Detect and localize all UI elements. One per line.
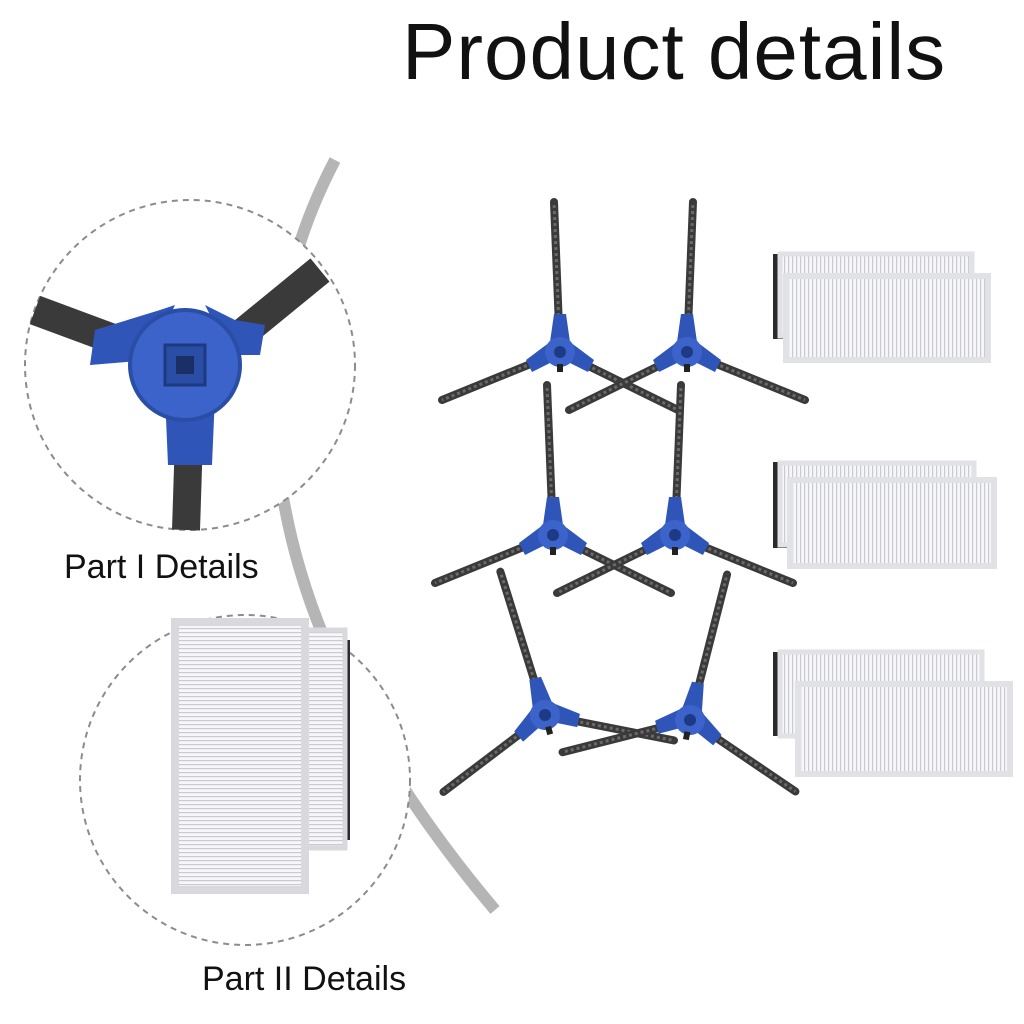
part2-detail-circle [79,614,411,946]
page-title: Product details [402,7,947,96]
side-brush-2 [569,202,805,410]
side-brush-3 [435,385,671,593]
side-brush-4 [557,385,793,593]
part1-detail-circle [24,199,356,531]
side-brush-5 [392,540,674,802]
part2-caption: Part II Details [202,960,407,998]
filter-pair-3 [773,649,1013,777]
filter-pair-2 [773,460,997,569]
side-brush-1 [442,202,678,410]
part1-caption: Part I Details [64,548,259,586]
filter-pair-1 [773,251,991,363]
